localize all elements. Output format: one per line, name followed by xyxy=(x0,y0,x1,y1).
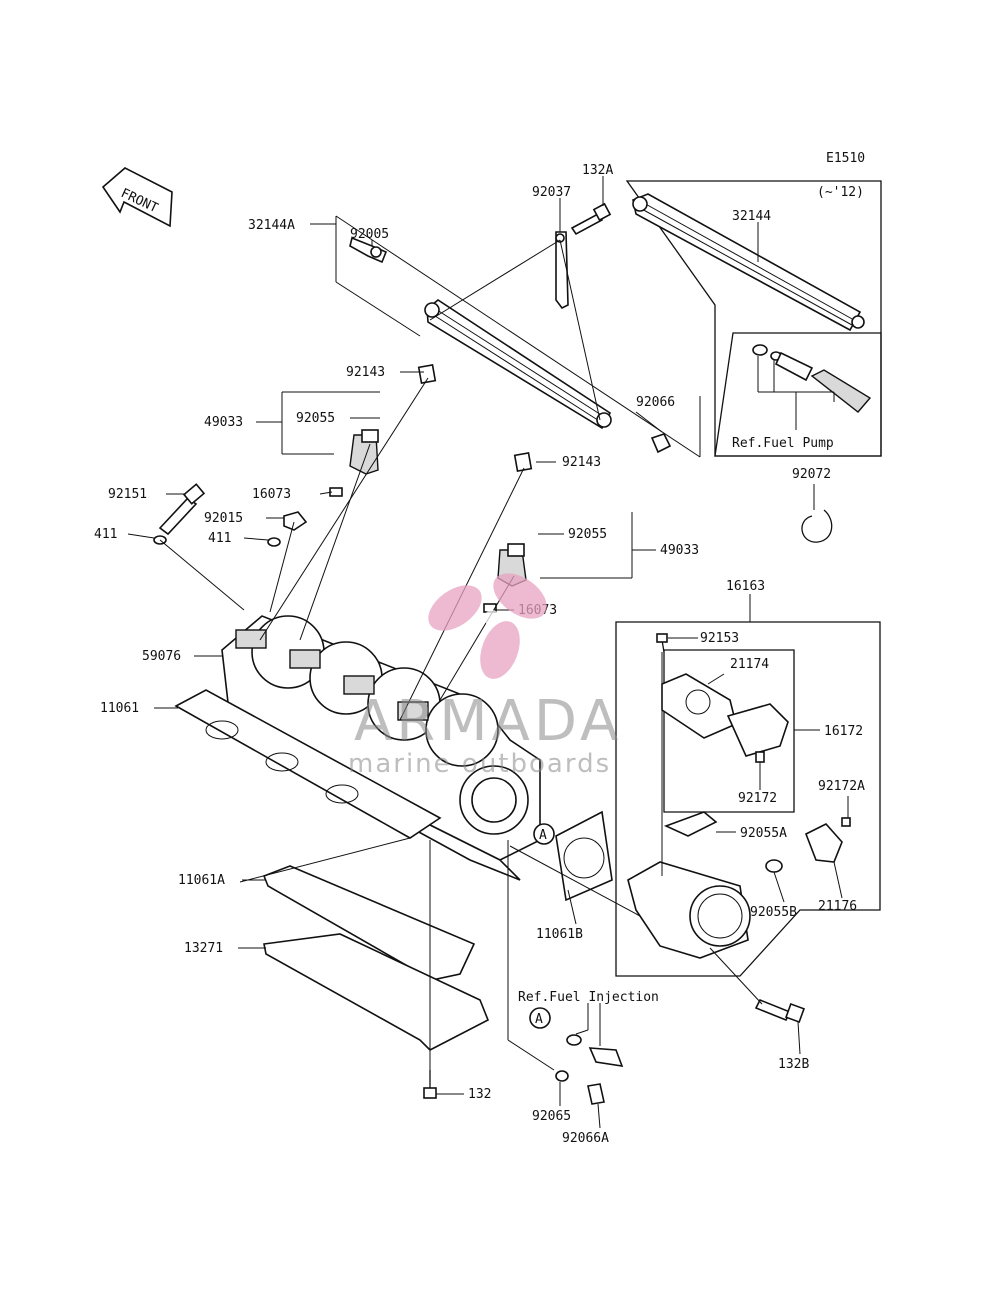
nut-92015 xyxy=(283,511,308,531)
part-labels: 132A 92037 32144 32144A 92005 92143 9205… xyxy=(94,163,865,1146)
label-92037: 92037 xyxy=(532,185,571,200)
watermark-brand: ARMADA xyxy=(354,689,622,754)
label-92055-upper: 92055 xyxy=(296,411,335,426)
label-92015: 92015 xyxy=(204,511,243,526)
plate-11061A xyxy=(262,865,476,981)
fuel-rail-inset xyxy=(632,193,865,332)
fuel-pump-hose-parts xyxy=(752,344,872,430)
label-11061: 11061 xyxy=(100,701,139,716)
label-132: 132 xyxy=(468,1087,491,1102)
bracket-92037 xyxy=(555,231,569,310)
label-92172: 92172 xyxy=(738,791,777,806)
label-13271: 13271 xyxy=(184,941,223,956)
inset-box-32144: (~'12) Ref.Fuel Pump xyxy=(625,180,882,457)
label-92153: 92153 xyxy=(700,631,739,646)
label-411-right: 411 xyxy=(208,531,231,546)
plate-13271 xyxy=(263,933,490,1051)
guide-lines xyxy=(159,215,763,1071)
watermark-tagline: marine outboards xyxy=(348,749,611,779)
collar-92143-lower xyxy=(513,451,533,473)
ref-fuel-pump: Ref.Fuel Pump xyxy=(732,436,834,451)
watermark: ARMADA marine outboards xyxy=(348,573,622,779)
front-arrow-icon: FRONT xyxy=(101,167,173,228)
clamp-92072 xyxy=(801,509,833,543)
ref-fuel-injection: Ref.Fuel Injection xyxy=(518,990,659,1005)
label-11061A: 11061A xyxy=(178,873,225,888)
sensor-21174 xyxy=(661,673,737,739)
svg-text:A: A xyxy=(539,828,547,843)
oring-92055B xyxy=(765,859,783,873)
label-16073-upper: 16073 xyxy=(252,487,291,502)
injector-49033-upper xyxy=(349,429,379,475)
label-132B: 132B xyxy=(778,1057,809,1072)
variant-note: (~'12) xyxy=(817,185,864,200)
fuel-rail-32144A xyxy=(424,299,612,430)
label-49033-lower: 49033 xyxy=(660,543,699,558)
bolt-132B xyxy=(754,998,805,1023)
leader-lines xyxy=(127,176,849,1129)
svg-text:A: A xyxy=(535,1012,543,1027)
ref-marker-a-lower: A xyxy=(529,1007,551,1029)
label-92066A: 92066A xyxy=(562,1131,609,1146)
gasket-11061 xyxy=(174,689,442,839)
label-11061B: 11061B xyxy=(536,927,583,942)
throttle-body-group xyxy=(615,621,881,977)
label-32144: 32144 xyxy=(732,209,771,224)
collar-92143-upper xyxy=(417,363,437,385)
label-92055B: 92055B xyxy=(750,905,797,920)
label-92143-lower: 92143 xyxy=(562,455,601,470)
label-49033-upper: 49033 xyxy=(204,415,243,430)
fuel-injection-ref-parts: Ref.Fuel Injection xyxy=(518,990,659,1105)
ref-marker-a-upper: A xyxy=(533,823,555,845)
bolt-92151 xyxy=(158,483,206,536)
bolt-132A xyxy=(570,202,612,236)
gasket-11061B xyxy=(555,810,613,902)
propeller-logo-icon xyxy=(428,573,547,679)
label-59076: 59076 xyxy=(142,649,181,664)
cap-92066 xyxy=(650,433,672,454)
clip-411-right xyxy=(267,537,281,547)
label-21174: 21174 xyxy=(730,657,769,672)
label-92005: 92005 xyxy=(350,227,389,242)
label-92172A: 92172A xyxy=(818,779,865,794)
label-92066: 92066 xyxy=(636,395,675,410)
diagram-code: E1510 xyxy=(826,151,865,166)
label-21176: 21176 xyxy=(818,899,857,914)
label-92065: 92065 xyxy=(532,1109,571,1124)
label-411-left: 411 xyxy=(94,527,117,542)
label-132A: 132A xyxy=(582,163,613,178)
label-16172: 16172 xyxy=(824,724,863,739)
label-16163: 16163 xyxy=(726,579,765,594)
label-92055A: 92055A xyxy=(740,826,787,841)
valve-16172 xyxy=(726,703,789,757)
label-92072: 92072 xyxy=(792,467,831,482)
label-32144A: 32144A xyxy=(248,218,295,233)
label-92151: 92151 xyxy=(108,487,147,502)
gasket-92055A xyxy=(663,811,718,837)
sensor-21176 xyxy=(804,823,843,863)
screw-132 xyxy=(423,1070,437,1099)
label-92143-upper: 92143 xyxy=(346,365,385,380)
label-92055-lower: 92055 xyxy=(568,527,607,542)
